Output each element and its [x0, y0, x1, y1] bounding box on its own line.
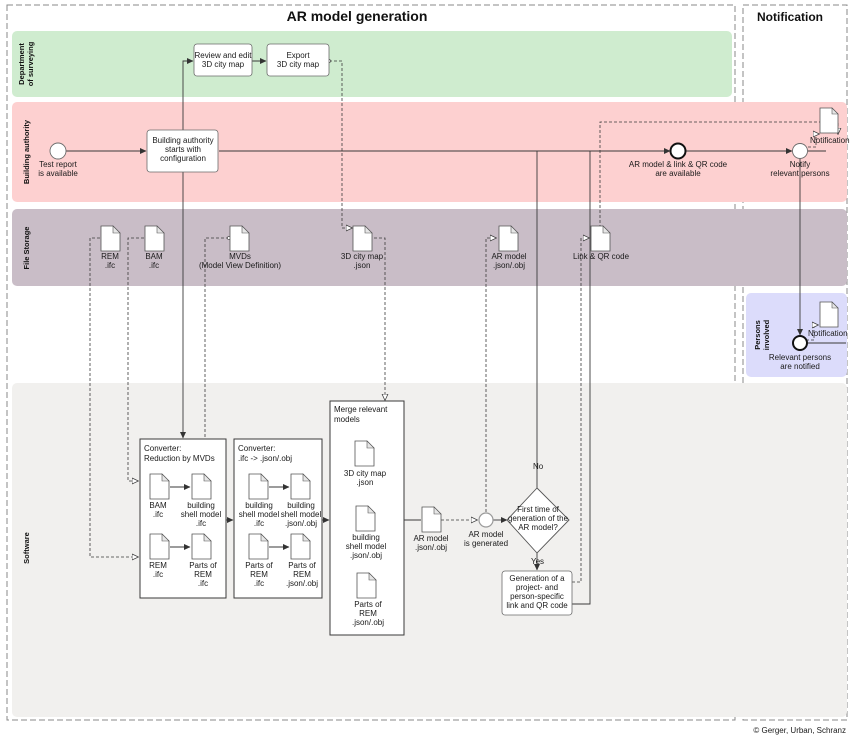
ar-generation-frame — [6, 4, 736, 721]
file-bam — [144, 225, 165, 252]
conv2-shell-out-doc — [290, 473, 311, 500]
notification-doc-persons — [819, 301, 839, 328]
copyright: © Gerger, Urban, Schranz — [753, 726, 846, 735]
conv1-bam-doc — [149, 473, 170, 500]
software-ar-label: AR model.json/.obj — [413, 534, 448, 552]
software-ar-doc — [421, 506, 442, 533]
notification-label-persons: Notification — [808, 329, 848, 338]
converter-ifc-json — [233, 438, 323, 599]
lane-surveying — [12, 31, 732, 97]
conv1-parts-doc — [191, 533, 212, 560]
file-mvds-label: MVDs(Model View Definition) — [199, 252, 281, 270]
conv1-shell-doc — [191, 473, 212, 500]
lane-label-software: Software — [22, 532, 31, 564]
merge-shell-doc — [355, 505, 376, 532]
file-3d-city-map — [352, 225, 373, 252]
gateway-first-time — [506, 487, 570, 554]
lane-label-surveying: Departmentof surveying — [17, 41, 35, 86]
converter-mvds — [139, 438, 227, 599]
file-link-qr — [590, 225, 611, 252]
file-rem — [100, 225, 121, 252]
start-event — [49, 142, 67, 160]
persons-notified-event — [792, 335, 808, 351]
lane-label-persons: Personsinvolved — [753, 319, 771, 350]
merge-city-doc — [354, 440, 375, 467]
conv2-shell-in-doc — [248, 473, 269, 500]
lane-file-storage — [12, 209, 847, 286]
main-title: AR model generation — [287, 8, 428, 24]
file-ar-label: AR model.json/.obj — [491, 252, 526, 270]
notify-event — [792, 143, 808, 159]
task-export — [266, 43, 330, 77]
notification-doc-authority — [819, 107, 839, 134]
conv1-bam-label: BAM.ifc — [149, 501, 167, 519]
gateway-no-label: No — [533, 462, 544, 471]
ar-generated-event — [478, 512, 494, 528]
conv1-rem-doc — [149, 533, 170, 560]
merge-parts-doc — [356, 572, 377, 599]
merge-city-label: 3D city map.json — [344, 469, 387, 487]
task-authority-starts — [146, 129, 219, 173]
notification-title: Notification — [757, 10, 823, 24]
file-mvds — [229, 225, 250, 252]
gateway-yes-label: Yes — [531, 557, 544, 566]
file-bam-label: BAM.ifc — [145, 252, 163, 270]
file-ar-model — [498, 225, 519, 252]
lane-label-storage: File Storage — [22, 227, 31, 270]
notification-label-authority: Notification — [810, 136, 850, 145]
file-rem-label: REM.ifc — [101, 252, 119, 270]
conv2-parts-out-doc — [290, 533, 311, 560]
file-city-label: 3D city map.json — [341, 252, 384, 270]
converter-ifc-title: Converter:.ifc -> .json/.obj — [238, 444, 292, 463]
converter-mvds-title: Converter:Reduction by MVDs — [144, 444, 215, 463]
task-generate-link-qr — [501, 570, 573, 616]
lane-building-authority — [12, 102, 847, 202]
lane-label-authority: Building authority — [22, 119, 31, 184]
conv2-parts-in-doc — [248, 533, 269, 560]
conv1-rem-label: REM.ifc — [149, 561, 167, 579]
ar-available-event — [669, 142, 687, 160]
task-review-edit — [193, 43, 253, 77]
file-link-label: Link & QR code — [573, 252, 630, 261]
